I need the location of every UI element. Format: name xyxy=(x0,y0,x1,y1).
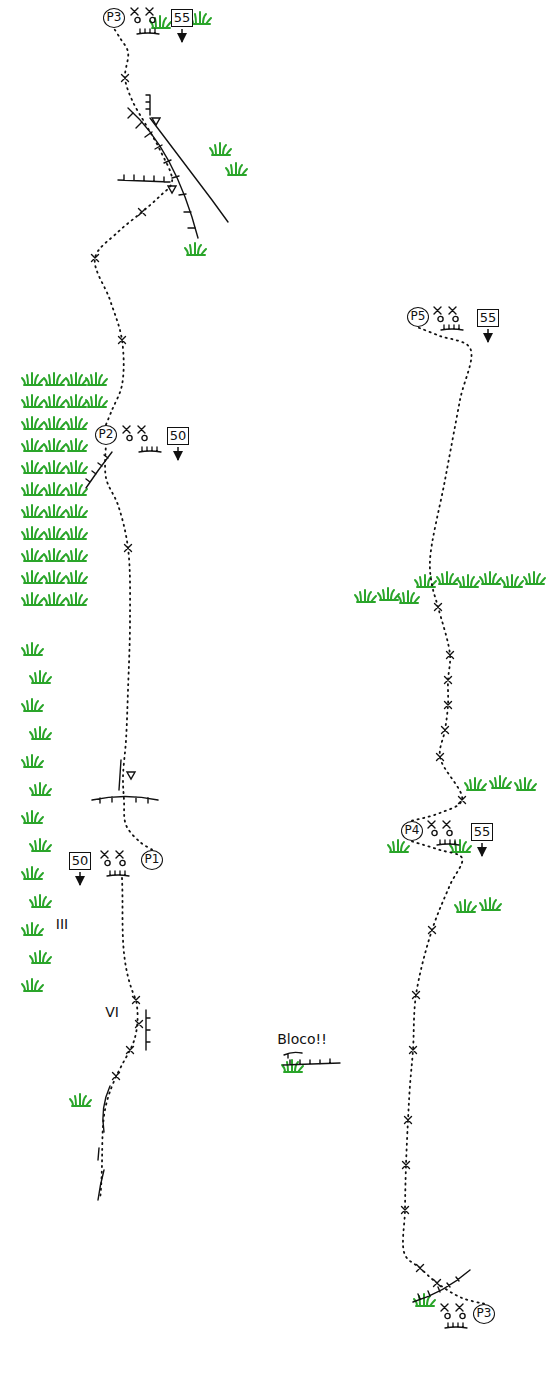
vegetation-tuft xyxy=(450,840,471,852)
rappel-length-box: 50 xyxy=(69,852,92,870)
route-pitch xyxy=(412,327,472,820)
vegetation-tuft xyxy=(44,373,65,385)
belay-station: P2 xyxy=(95,425,118,446)
rappel-length: 55 xyxy=(474,825,491,839)
vegetation-tuft xyxy=(22,755,43,767)
vegetation-tuft xyxy=(22,811,43,823)
vegetation-tuft xyxy=(378,588,399,600)
vegetation-tuft xyxy=(44,395,65,407)
vegetation-tuft xyxy=(515,778,536,790)
vegetation-tuft xyxy=(388,840,409,852)
vegetation-tuft xyxy=(86,395,107,407)
route-pitch xyxy=(95,28,172,424)
vegetation-tuft xyxy=(22,549,43,561)
vegetation-tuft xyxy=(30,895,51,907)
vegetation-tuft xyxy=(30,783,51,795)
vegetation-tuft xyxy=(502,575,523,587)
vegetation-tuft xyxy=(66,395,87,407)
vegetation-tuft xyxy=(22,395,43,407)
rappel-length: 50 xyxy=(72,854,89,868)
belay-station: P3 xyxy=(473,1304,496,1325)
vegetation-tuft xyxy=(70,1094,91,1106)
vegetation-tuft xyxy=(30,951,51,963)
vegetation-tuft xyxy=(44,505,65,517)
vegetation-tuft xyxy=(458,575,479,587)
vegetation-tuft xyxy=(490,776,511,788)
rappel-length-box: 55 xyxy=(171,9,194,27)
vegetation-tuft xyxy=(226,163,247,175)
belay-station: P1 xyxy=(141,850,164,871)
vegetation-tuft xyxy=(355,590,376,602)
vegetation-tuft xyxy=(44,461,65,473)
vegetation-tuft xyxy=(30,671,51,683)
vegetation-tuft xyxy=(66,461,87,473)
vegetation-tuft xyxy=(465,778,486,790)
vegetation-tuft xyxy=(22,571,43,583)
rappel-length-box: 50 xyxy=(167,427,190,445)
belay-number: P3 xyxy=(477,1307,492,1320)
belay-station: P4 xyxy=(401,821,424,842)
belay-number: P1 xyxy=(145,853,160,866)
vegetation-tuft xyxy=(455,900,476,912)
vegetation-tuft xyxy=(22,483,43,495)
rappel-length: 50 xyxy=(170,429,187,443)
belay-number: P5 xyxy=(411,310,426,323)
vegetation-tuft xyxy=(22,979,43,991)
vegetation-tuft xyxy=(66,549,87,561)
vegetation-tuft xyxy=(66,571,87,583)
route-pitch xyxy=(403,841,484,1303)
vegetation-tuft xyxy=(398,591,419,603)
belay-number: P2 xyxy=(99,428,114,441)
vegetation-tuft xyxy=(66,439,87,451)
belay-number: P4 xyxy=(405,824,420,837)
vegetation-tuft xyxy=(30,839,51,851)
belay-number: P3 xyxy=(107,11,122,24)
rappel-length: 55 xyxy=(480,311,497,325)
grade-label: III xyxy=(54,917,70,932)
vegetation-tuft xyxy=(22,439,43,451)
vegetation-tuft xyxy=(22,643,43,655)
rappel-length-box: 55 xyxy=(477,309,500,327)
vegetation-tuft xyxy=(86,373,107,385)
vegetation-tuft xyxy=(22,527,43,539)
vegetation-tuft xyxy=(44,571,65,583)
grade-label: VI xyxy=(103,1005,121,1020)
vegetation-tuft xyxy=(66,373,87,385)
vegetation-tuft xyxy=(480,572,501,584)
rappel-length-box: 55 xyxy=(471,823,494,841)
vegetation-tuft xyxy=(22,699,43,711)
belay-station: P3 xyxy=(103,8,126,29)
vegetation-tuft xyxy=(22,373,43,385)
vegetation-tuft xyxy=(66,417,87,429)
vegetation-tuft xyxy=(66,505,87,517)
vegetation-tuft xyxy=(22,505,43,517)
vegetation-tuft xyxy=(44,439,65,451)
vegetation-tuft xyxy=(44,593,65,605)
vegetation-tuft xyxy=(524,572,545,584)
vegetation-tuft xyxy=(22,593,43,605)
vegetation-tuft xyxy=(22,461,43,473)
vegetation-tuft xyxy=(44,549,65,561)
vegetation-tuft xyxy=(22,867,43,879)
vegetation-tuft xyxy=(22,923,43,935)
vegetation-tuft xyxy=(44,483,65,495)
vegetation-tuft xyxy=(66,593,87,605)
vegetation-tuft xyxy=(437,572,458,584)
belay-station: P5 xyxy=(407,307,430,328)
rappel-length: 55 xyxy=(174,11,191,25)
route-pitch xyxy=(105,445,152,849)
vegetation-tuft xyxy=(44,417,65,429)
vegetation-tuft xyxy=(480,898,501,910)
vegetation-tuft xyxy=(66,483,87,495)
vegetation-tuft xyxy=(66,527,87,539)
warning-note: Bloco!! xyxy=(275,1032,329,1047)
vegetation-tuft xyxy=(44,527,65,539)
vegetation-tuft xyxy=(185,243,206,255)
vegetation-tuft xyxy=(22,417,43,429)
vegetation-tuft xyxy=(210,143,231,155)
vegetation-tuft xyxy=(30,727,51,739)
